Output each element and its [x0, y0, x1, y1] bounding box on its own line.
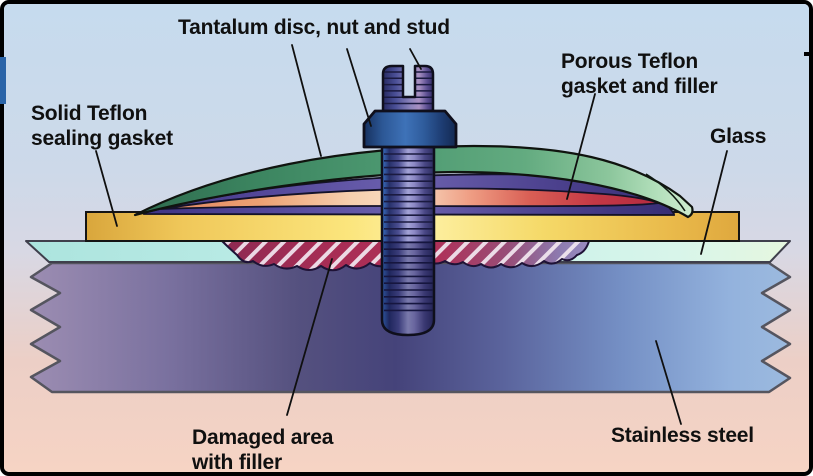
label-line: gasket and filler: [561, 75, 718, 98]
left-edge-blue-artifact: [0, 57, 6, 104]
leader-damaged-area: [286, 258, 333, 416]
label-porous-teflon-gasket: Porous Teflon gasket and filler: [561, 49, 718, 99]
right-edge-tick-artifact: [804, 52, 813, 56]
label-solid-teflon-gasket: Solid Teflon sealing gasket: [31, 101, 173, 151]
leader-glass: [700, 150, 728, 255]
disc-curl-crease: [645, 173, 686, 212]
leader-nut: [346, 48, 372, 127]
label-line: Porous Teflon: [561, 50, 699, 73]
label-stainless-steel: Stainless steel: [611, 424, 754, 447]
label-line: Damaged area: [192, 426, 334, 449]
label-tantalum-disc-nut-stud: Tantalum disc, nut and stud: [178, 16, 450, 39]
label-damaged-area: Damaged area with filler: [192, 425, 334, 474]
leader-stainless-steel: [655, 340, 682, 425]
stud-shaft: [380, 145, 436, 337]
tantalum-disc: [133, 144, 694, 219]
label-line: Solid Teflon: [31, 102, 148, 125]
leader-tantalum-disc: [291, 44, 322, 157]
label-line: with filler: [192, 451, 282, 474]
leader-lines: [95, 44, 728, 425]
label-glass: Glass: [710, 125, 767, 148]
label-line: sealing gasket: [31, 127, 173, 150]
leader-porous-teflon: [566, 93, 596, 200]
nut: [362, 109, 458, 149]
diagram-canvas: [4, 4, 809, 472]
leader-solid-teflon: [95, 150, 118, 227]
leader-stud: [409, 48, 422, 70]
